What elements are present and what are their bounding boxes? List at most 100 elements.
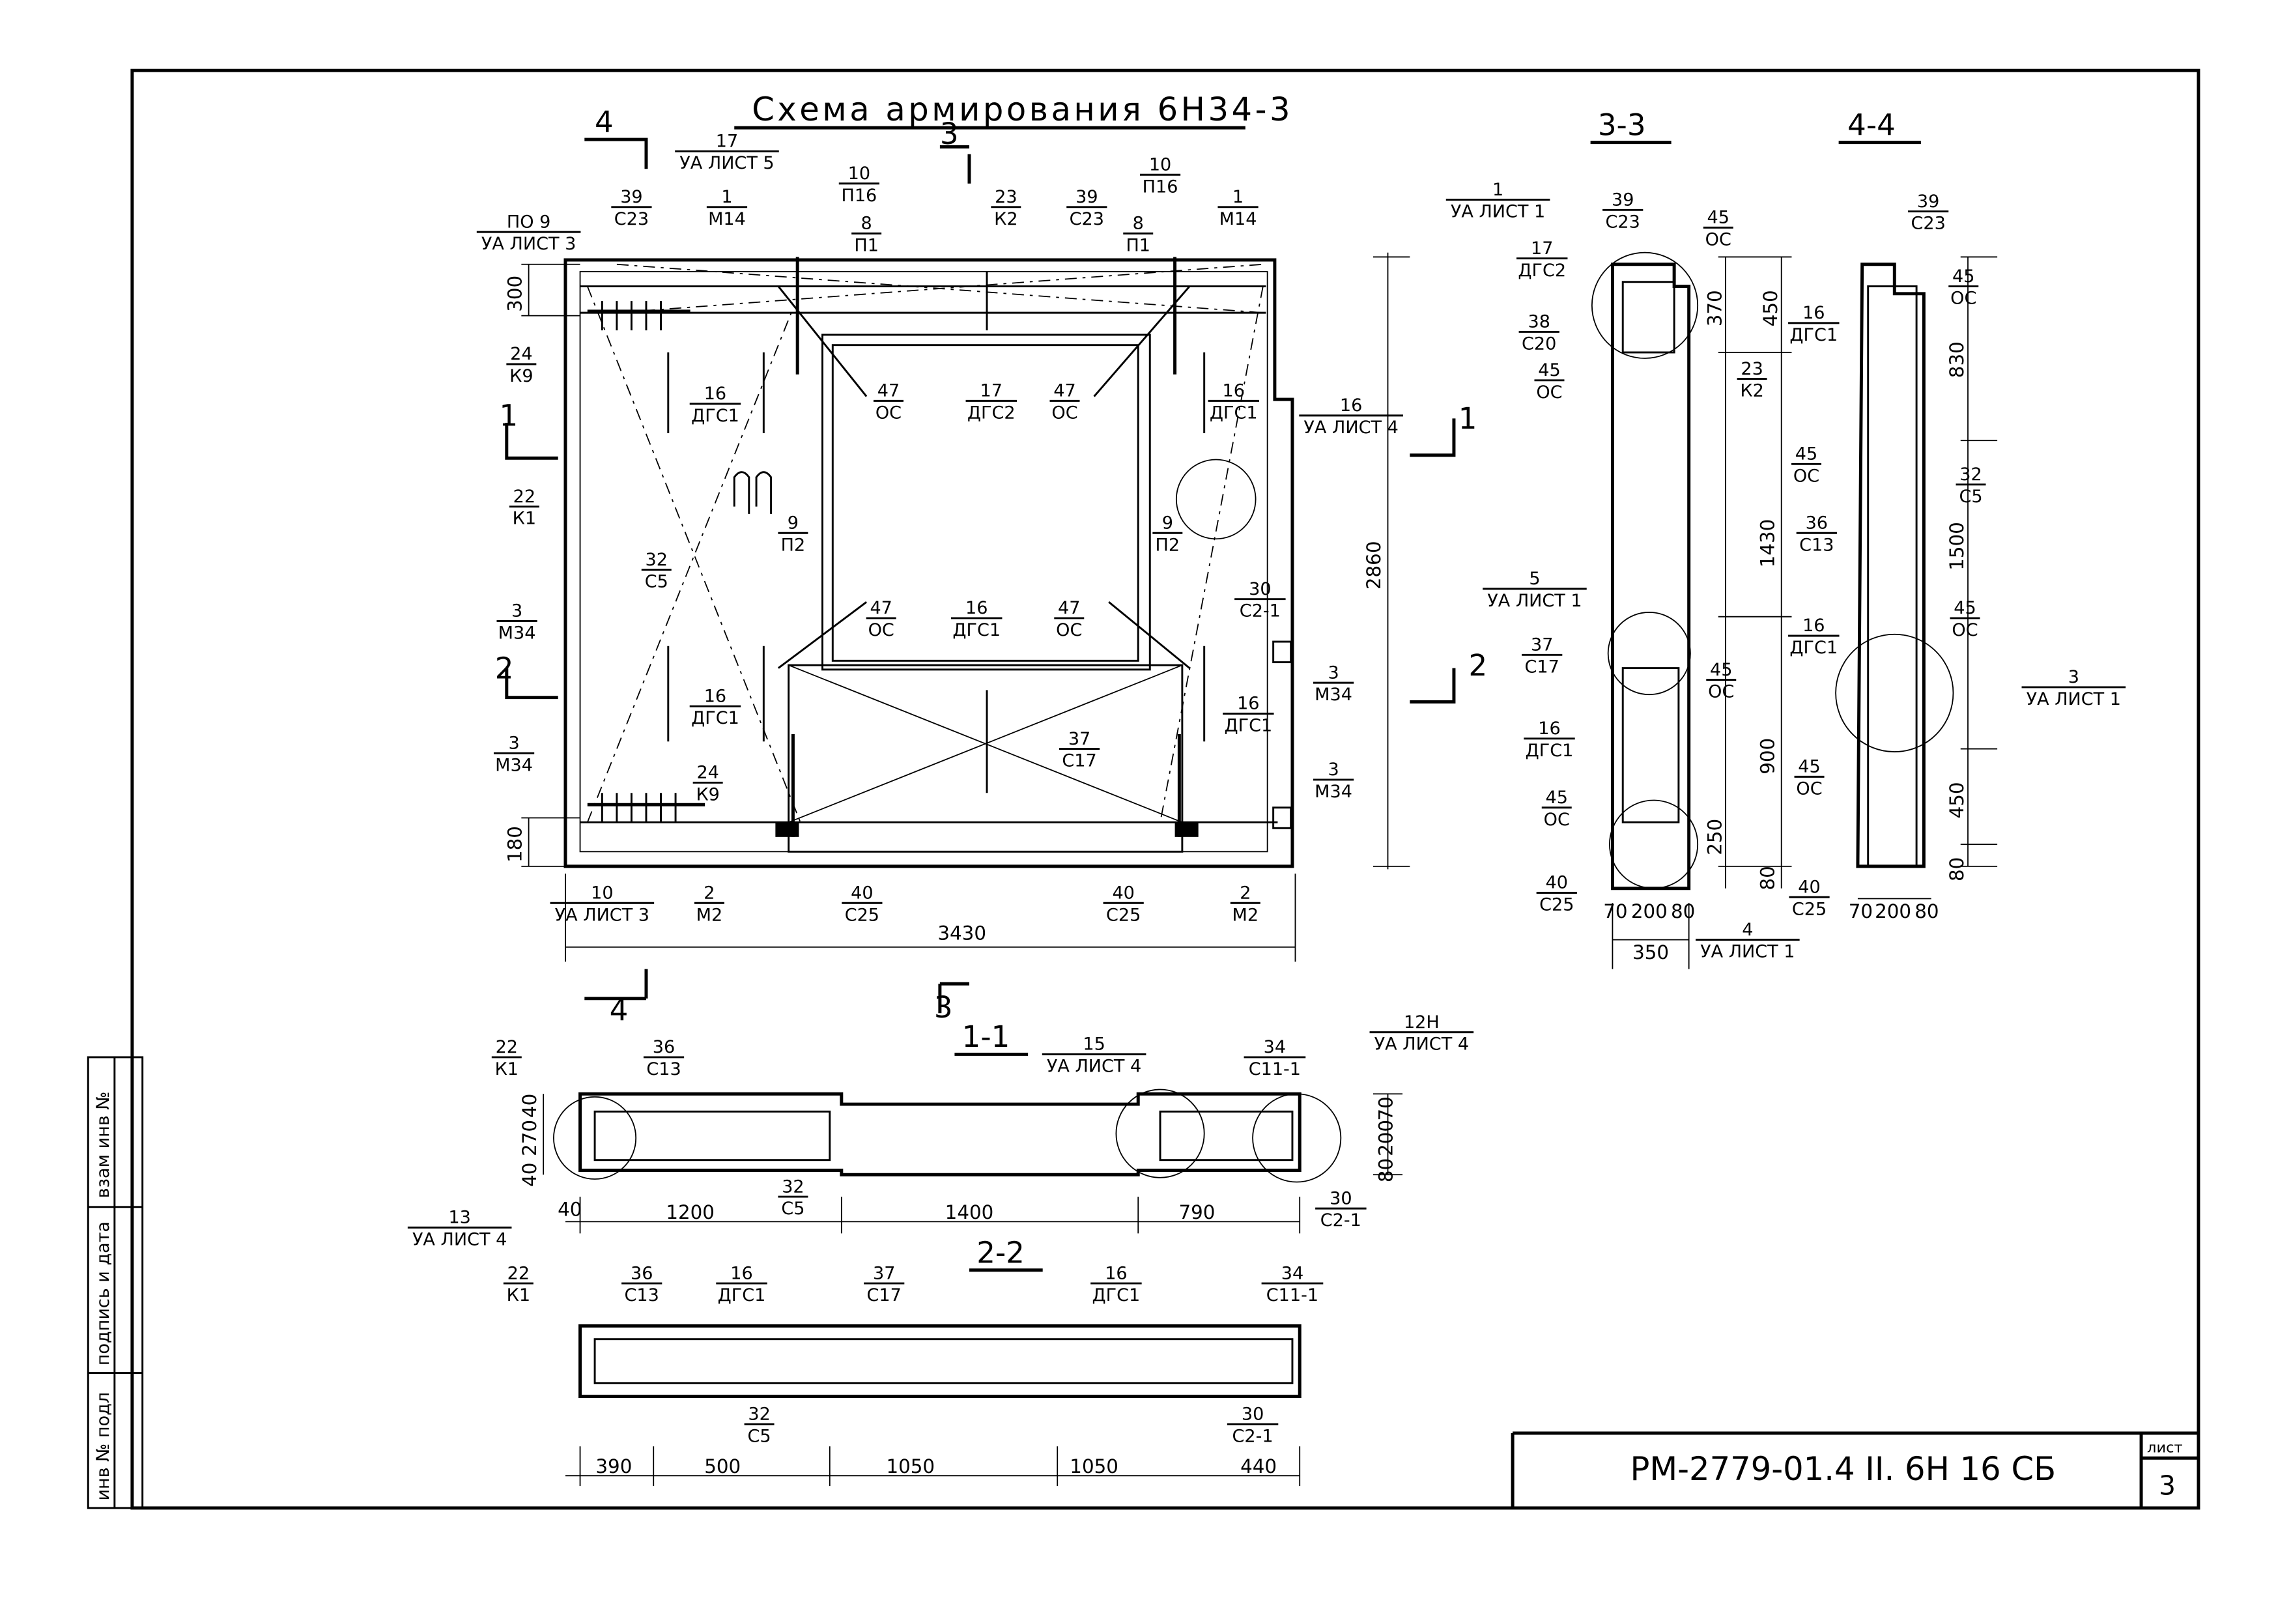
callout-4: 8П1 — [851, 214, 882, 255]
callout-mark: УА ЛИСТ 3 — [555, 905, 649, 925]
section-title-4-4: 4-4 — [1847, 107, 1896, 142]
callout-mark: К9 — [696, 784, 719, 805]
dimension-label: 80 — [1946, 857, 1968, 881]
dimension-label: 450 — [1759, 290, 1782, 326]
callout-mark: М14 — [1219, 209, 1257, 229]
side-strip-replaces: взам инв № — [93, 1092, 113, 1199]
callout-position-number: 39 — [1075, 187, 1098, 207]
section-title-2-2: 2-2 — [976, 1236, 1025, 1270]
title-block: РМ-2779-01.4 II. 6Н 16 СБ лист 3 — [1511, 1431, 2199, 1508]
callout-position-number: 16 — [704, 384, 726, 404]
callout-35: 2М2 — [694, 883, 724, 925]
section-cut-label: 2 — [495, 651, 514, 685]
callout-position-number: 3 — [2068, 667, 2079, 687]
callout-position-number: 23 — [995, 187, 1017, 207]
callout-mark: К1 — [513, 509, 536, 529]
callout-position-number: 10 — [848, 164, 870, 184]
callout-mark: С23 — [1911, 214, 1945, 234]
callout-61: 3УА ЛИСТ 1 — [2021, 667, 2126, 709]
callout-mark: УА ЛИСТ 1 — [1451, 202, 1545, 222]
section-2-2 — [565, 1324, 1302, 1487]
callout-mark: П16 — [1143, 177, 1178, 197]
callout-mark: К2 — [1740, 381, 1763, 401]
callout-mark: ОС — [875, 403, 902, 423]
callout-mark: УА ЛИСТ 5 — [679, 153, 774, 173]
callout-mark: ОС — [1705, 229, 1731, 249]
callout-mark: С25 — [1539, 895, 1574, 915]
dimension-label: 70 — [1849, 900, 1873, 922]
callout-mark: ДГС1 — [952, 620, 1001, 640]
callout-mark: УА ЛИСТ 1 — [1487, 591, 1582, 611]
plan-dimension-lines — [521, 252, 1410, 962]
callout-mark: С5 — [645, 572, 668, 592]
side-strip: инв № подл подпись и дата взам инв № — [87, 1056, 144, 1509]
section-cut-label: 1 — [1459, 401, 1477, 436]
callout-mark: ОС — [1950, 289, 1976, 309]
callout-mark: ОС — [1952, 620, 1978, 640]
dimension-label: 250 — [1703, 819, 1726, 855]
callout-position-number: 39 — [1917, 192, 1939, 212]
callout-position-number: 37 — [1068, 729, 1090, 749]
callout-position-number: 32 — [1959, 464, 1982, 485]
callout-mark: С13 — [1799, 535, 1834, 555]
section-cut-label: 3 — [940, 117, 959, 151]
dimension-label: 80 — [1671, 900, 1695, 922]
callout-position-number: 16 — [1340, 395, 1362, 416]
callout-mark: ДГС1 — [1789, 325, 1838, 345]
callout-position-number: 38 — [1528, 312, 1550, 332]
side-strip-signature: подпись и дата — [93, 1221, 113, 1365]
callout-mark: ДГС1 — [691, 708, 739, 728]
callout-position-number: 16 — [730, 1263, 752, 1283]
dimension-label: 200 — [1631, 900, 1668, 922]
callout-position-number: 45 — [1538, 360, 1560, 380]
dimension-label: 80 — [1374, 1158, 1397, 1182]
callout-position-number: 47 — [1058, 598, 1080, 618]
callout-mark: С23 — [1070, 209, 1104, 229]
callout-position-number: 45 — [1795, 444, 1817, 464]
callout-20: 9П2 — [1152, 513, 1183, 555]
callout-position-number: 32 — [782, 1176, 804, 1197]
callout-position-number: 40 — [1112, 883, 1134, 903]
callout-mark: С23 — [1606, 212, 1640, 232]
callout-19: 9П2 — [778, 513, 808, 555]
callout-mark: С2-1 — [1240, 601, 1281, 621]
callout-position-number: 37 — [873, 1263, 895, 1283]
side-strip-inv-no: инв № подл — [93, 1392, 113, 1501]
callout-position-number: 47 — [877, 381, 900, 401]
dimension-label: 80 — [1914, 900, 1939, 922]
callout-mark: М34 — [1315, 685, 1352, 705]
callout-position-number: 16 — [704, 686, 726, 706]
callout-mark: С11-1 — [1266, 1285, 1318, 1305]
callout-mark: С23 — [614, 209, 649, 229]
dimension-label: 1500 — [1946, 522, 1968, 571]
callout-10: ПО 9УА ЛИСТ 3 — [476, 212, 581, 254]
